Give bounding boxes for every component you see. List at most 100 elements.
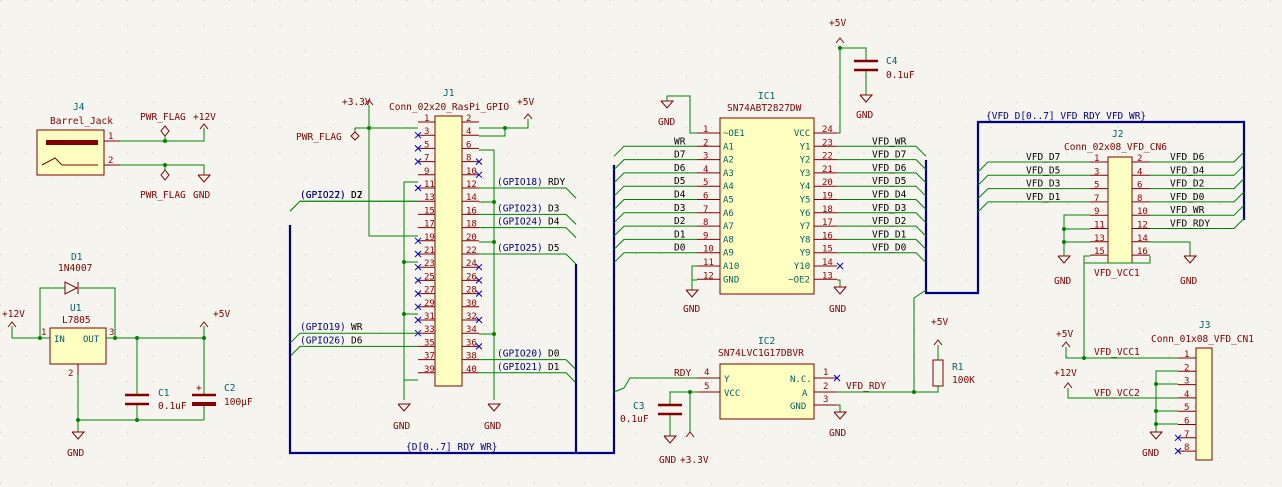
main-bus-label: {D[0..7] RDY WR} — [406, 442, 498, 453]
j2-pin-14: 14 — [1137, 234, 1148, 244]
j2-pin-15: 15 — [1094, 247, 1105, 257]
svg-text:1: 1 — [41, 328, 46, 338]
j1-pin-7: 7 — [424, 154, 429, 164]
j3-wiring: +5V VFD_VCC1 +12V VFD_VCC2 GND — [1054, 329, 1178, 459]
j1-pin-31: 31 — [424, 312, 435, 322]
vfd-bus[interactable]: {VFD_D[0..7] VFD_RDY VFD_WR} — [924, 111, 1246, 295]
j2-net-VFD_RDY: VFD_RDY — [1170, 219, 1210, 230]
j2-net-VFD_D1: VFD_D1 — [1026, 192, 1061, 203]
j2-net-VFD_D5: VFD_D5 — [1026, 165, 1060, 176]
j1-pin-32: 32 — [466, 312, 477, 322]
plus-3v3-label-1: +3.3V — [342, 97, 371, 108]
ic1-pinname-11: A10 — [723, 262, 739, 272]
j1-net-WR: WR — [351, 322, 363, 333]
ic1-pinname-6: A5 — [723, 196, 734, 206]
svg-text:GND: GND — [790, 402, 806, 412]
ic1-pin-18: 18 — [822, 205, 833, 215]
j3-pin-7: 7 — [1184, 430, 1189, 440]
j3-vcc2-label: VFD_VCC2 — [1094, 388, 1140, 399]
plus-12v-label-1: +12V — [193, 112, 216, 123]
ic1-pinname-3: A2 — [723, 156, 734, 166]
j1-gpio-D3: (GPIO23) — [497, 203, 543, 214]
j1-gpio-D0: (GPIO20) — [497, 349, 543, 360]
j4-ref: J4 — [73, 102, 85, 113]
j1-pin-17: 17 — [424, 220, 435, 230]
j1-pin-2: 2 — [466, 114, 471, 124]
plus-12v-label-3: +12V — [1054, 368, 1077, 379]
ic1-pinname-18: Y6 — [800, 209, 811, 219]
j2-pin-10: 10 — [1137, 207, 1148, 217]
ic1-net-D3: D3 — [674, 203, 685, 214]
j3-value: Conn_01x08_VFD_CN1 — [1151, 334, 1254, 345]
j4-value: Barrel_Jack — [50, 116, 113, 127]
c2-value: 100µF — [224, 397, 253, 408]
j1-pin-34: 34 — [466, 325, 477, 335]
ic1-pinname-24: VCC — [794, 129, 810, 139]
connector-j1-raspi-gpio[interactable]: J1 Conn_02x20_RasPi_GPIO 135791113151719… — [389, 88, 509, 387]
ic1-pinname-4: A3 — [723, 169, 734, 179]
pwr-flag-label-2: PWR_FLAG — [140, 190, 186, 201]
ic1-net-VFD_D2: VFD_D2 — [872, 216, 906, 227]
ic1-pinname-19: Y5 — [800, 196, 811, 206]
ic1-pin-12: 12 — [703, 271, 714, 281]
j2-pin-13: 13 — [1094, 234, 1105, 244]
j3-pin-3: 3 — [1184, 377, 1189, 387]
j1-pin-15: 15 — [424, 206, 435, 216]
j1-pin-11: 11 — [424, 180, 435, 190]
ic1-pin-20: 20 — [822, 178, 833, 188]
main-data-bus[interactable]: {D[0..7] RDY WR} — [288, 165, 616, 455]
d1-value: 1N4007 — [58, 263, 92, 274]
svg-text:3: 3 — [109, 328, 114, 338]
pwr-flag-label-1: PWR_FLAG — [140, 112, 186, 123]
gnd-label-2: GND — [67, 448, 84, 459]
plus-5v-label-1: +5V — [213, 309, 230, 320]
ic2-wiring: RDY GND +3.3V C3 0.1uF GND VFD_RDY +5V R… — [613, 289, 975, 466]
gnd-label-7: GND — [829, 304, 846, 315]
c3-ref: C3 — [633, 401, 644, 412]
ic1-pinname-14: Y10 — [794, 262, 810, 272]
j1-pin-13: 13 — [424, 193, 435, 203]
j3-pin-2: 2 — [1184, 363, 1189, 373]
j3-ref: J3 — [1199, 320, 1210, 331]
ic2-vfd-rdy-label: VFD_RDY — [846, 381, 886, 392]
c4-ref: C4 — [886, 56, 898, 67]
connector-j2-vfd-cn6[interactable]: J2 Conn_02x08_VFD_CN6 1VFD_D73VFD_D55VFD… — [977, 129, 1245, 264]
ic1-pinname-15: Y9 — [800, 249, 811, 259]
ic1-pinname-1: ~OE1 — [723, 129, 745, 139]
j1-pin-9: 9 — [424, 167, 429, 177]
ic1-pinname-22: Y2 — [800, 156, 811, 166]
u1-ref: U1 — [70, 303, 82, 314]
j1-pin-12: 12 — [466, 180, 477, 190]
plus-3v3-label-2: +3.3V — [680, 455, 709, 466]
j3-pin-4: 4 — [1184, 390, 1189, 400]
ic1-power-wiring: GND GND GND +5V GND C4 0.1uF — [658, 18, 915, 315]
ic2-sn74lvc1g17dbvr[interactable]: IC2 SN74LVC1G17DBVR Y VCC N.C. A GND 4 5… — [697, 336, 841, 420]
vfd-bus-label: {VFD_D[0..7] VFD_RDY VFD_WR} — [986, 111, 1146, 122]
regulator-u1[interactable]: D1 1N4007 U1 L7805 IN OUT 1 3 2 +12V +5V… — [2, 252, 253, 459]
barrel-jack-j4[interactable]: J4 Barrel_Jack 1 2 — [36, 102, 120, 176]
ic1-pin-2: 2 — [703, 138, 708, 148]
ic1-pinname-23: Y1 — [800, 142, 811, 152]
gnd-label-5: GND — [658, 117, 675, 128]
svg-text:4: 4 — [704, 368, 709, 378]
ic2-value: SN74LVC1G17DBVR — [718, 348, 804, 359]
ic1-pinname-9: A8 — [723, 235, 734, 245]
j1-pin-25: 25 — [424, 272, 435, 282]
ic1-pin-6: 6 — [703, 192, 708, 202]
svg-text:+: + — [196, 383, 202, 394]
ic1-net-D4: D4 — [674, 190, 686, 201]
ic1-pin-3: 3 — [703, 152, 708, 162]
gnd-label-6: GND — [683, 304, 700, 315]
d1-ref: D1 — [71, 252, 83, 263]
ic1-ref: IC1 — [758, 91, 775, 102]
j2-net-VFD_D4: VFD_D4 — [1170, 165, 1205, 176]
gnd-label-13: GND — [1142, 448, 1159, 459]
ic1-pinname-12: GND — [723, 275, 739, 285]
j3-pin-6: 6 — [1184, 417, 1189, 427]
j1-net-labels: (GPIO27)D7(GPIO22)D2(GPIO19)WR(GPIO26)D6… — [289, 177, 577, 384]
j1-pin-40: 40 — [466, 365, 477, 375]
j1-pin-3: 3 — [424, 127, 429, 137]
